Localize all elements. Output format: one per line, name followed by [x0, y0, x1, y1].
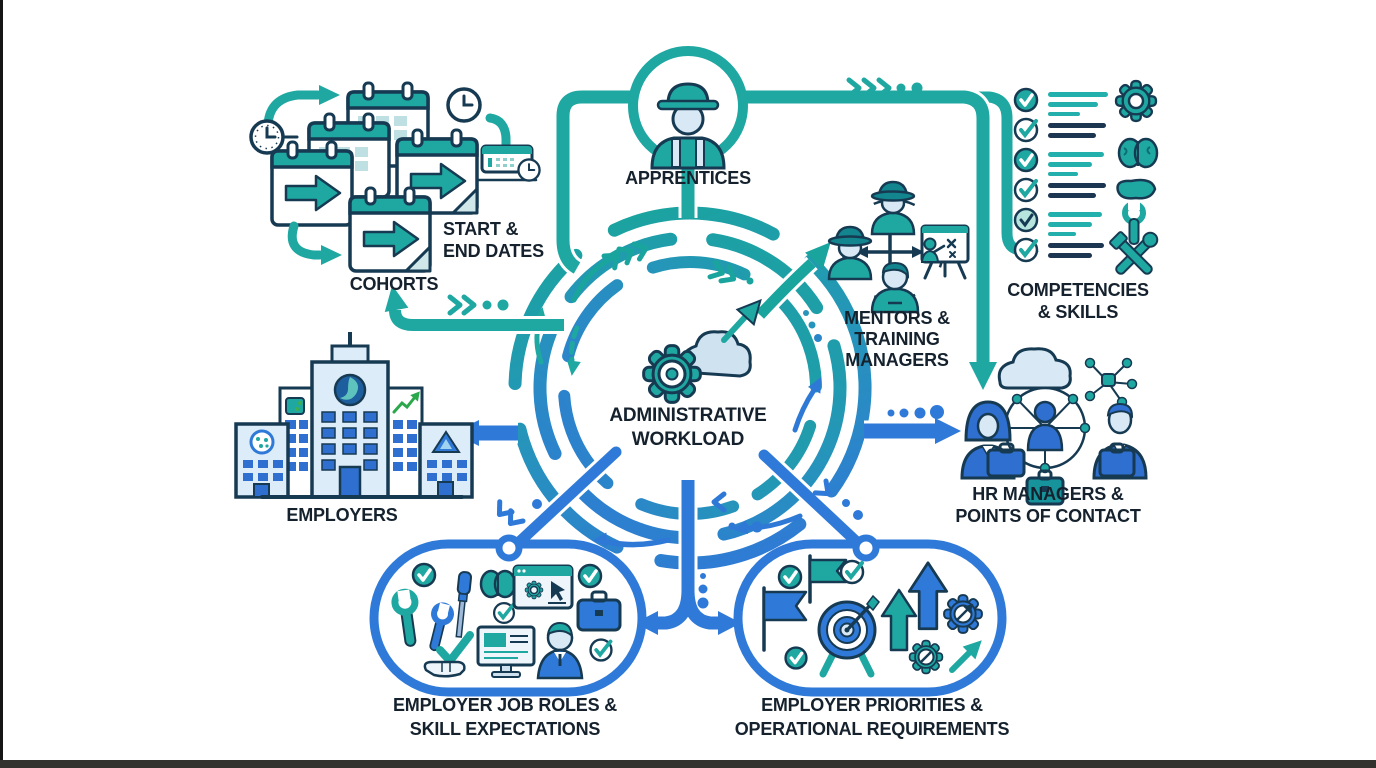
- cohorts-label: COHORTS: [350, 274, 439, 294]
- priorities-label-line2: OPERATIONAL REQUIREMENTS: [735, 719, 1010, 739]
- connector-ring-split-bottom: [635, 480, 741, 635]
- process-gear-icon: [943, 594, 983, 634]
- target-icon: [817, 594, 880, 678]
- connector-ring-to-priorities: [758, 448, 866, 552]
- briefcase-icon: [576, 590, 622, 632]
- calendar-stack-icon: [249, 81, 541, 273]
- mentee-person-bottom: [870, 261, 920, 314]
- gear-cloud-growth-icon: [642, 298, 762, 404]
- admin-workload-label-line2: WORKLOAD: [632, 429, 744, 450]
- mentors-label-line3: MANAGERS: [845, 350, 949, 370]
- poc-briefcase-icon: [1025, 469, 1065, 506]
- upright-arrow-icon: [949, 640, 982, 673]
- connector-ring-to-cohorts: [384, 285, 564, 334]
- hand-icon: [423, 660, 466, 678]
- mentor-team-icon: [827, 180, 970, 314]
- checklist-rows: [1013, 87, 1108, 263]
- admin-workload-label-line1: ADMINISTRATIVE: [609, 405, 766, 426]
- connector-ring-to-hr: [864, 405, 961, 444]
- professional-person-icon: [536, 621, 584, 680]
- job-roles-label-line1: EMPLOYER JOB ROLES &: [393, 695, 617, 715]
- brain-icon: [479, 569, 517, 599]
- apprentices-node: [628, 46, 748, 172]
- hr-managers-label-line1: HR MANAGERS &: [972, 484, 1124, 504]
- start-end-dates-label-line2: END DATES: [443, 241, 544, 261]
- apprentices-label: APPRENTICES: [625, 168, 751, 188]
- screwdriver-icon: [455, 571, 473, 638]
- employers-label: EMPLOYERS: [286, 505, 397, 525]
- job-skills-cluster-icon: [391, 562, 622, 680]
- hr-man-icon: [1092, 402, 1148, 480]
- monitor-icon: [476, 625, 536, 678]
- clock-icon: [249, 119, 299, 155]
- clock-icon: [446, 87, 482, 123]
- connector-apprentices-to-hr: [744, 80, 997, 390]
- growth-arrow-icon: [880, 588, 918, 652]
- workload-cycle-ring: [508, 206, 872, 570]
- hr-network-icon: [960, 347, 1148, 506]
- worker-hardhat-icon: [650, 82, 726, 170]
- mentor-person-left: [827, 225, 873, 281]
- wrench-icon: [429, 602, 454, 652]
- hr-woman-icon: [960, 400, 1026, 480]
- competencies-label-line2: & SKILLS: [1038, 302, 1119, 322]
- wrench-icon: [391, 588, 419, 647]
- competencies-label-line1: COMPETENCIES: [1007, 280, 1149, 300]
- date-strip-icon: [476, 144, 541, 182]
- left-edge-line: [0, 0, 3, 768]
- connector-ring-to-job-roles: [493, 445, 622, 552]
- process-gear-icon: [908, 639, 944, 675]
- training-board-icon: [920, 224, 970, 280]
- office-buildings-icon: [234, 332, 474, 499]
- priorities-goals-cluster-icon: [762, 554, 983, 678]
- software-window-icon: [512, 564, 574, 610]
- mentor-person-top: [870, 180, 916, 236]
- brain-icon: [1117, 137, 1159, 169]
- crossed-tools-icon: [1109, 231, 1159, 275]
- hand-wrench-icon: [1116, 178, 1157, 245]
- start-end-dates-label-line1: START &: [443, 219, 518, 239]
- bottom-edge-line: [0, 760, 1376, 768]
- connector-apprentices-left: [553, 87, 632, 277]
- connector-ring-to-mentors: [753, 242, 831, 321]
- growth-arrow-icon: [907, 561, 949, 631]
- mentors-label-line2: TRAINING: [854, 329, 939, 349]
- hr-managers-label-line2: POINTS OF CONTACT: [955, 506, 1140, 526]
- mentors-label-line1: MENTORS &: [844, 308, 950, 328]
- flag-icon: [762, 586, 808, 652]
- network-hub-icon: [1084, 357, 1138, 408]
- priorities-label-line1: EMPLOYER PRIORITIES &: [761, 695, 983, 715]
- job-roles-label-line2: SKILL EXPECTATIONS: [410, 719, 601, 739]
- gear-icon: [1114, 79, 1158, 123]
- priorities-connector-node: [852, 534, 880, 562]
- flag-icon: [808, 554, 848, 604]
- skills-checklist-icon: [1013, 79, 1159, 275]
- job-roles-connector-node: [495, 534, 523, 562]
